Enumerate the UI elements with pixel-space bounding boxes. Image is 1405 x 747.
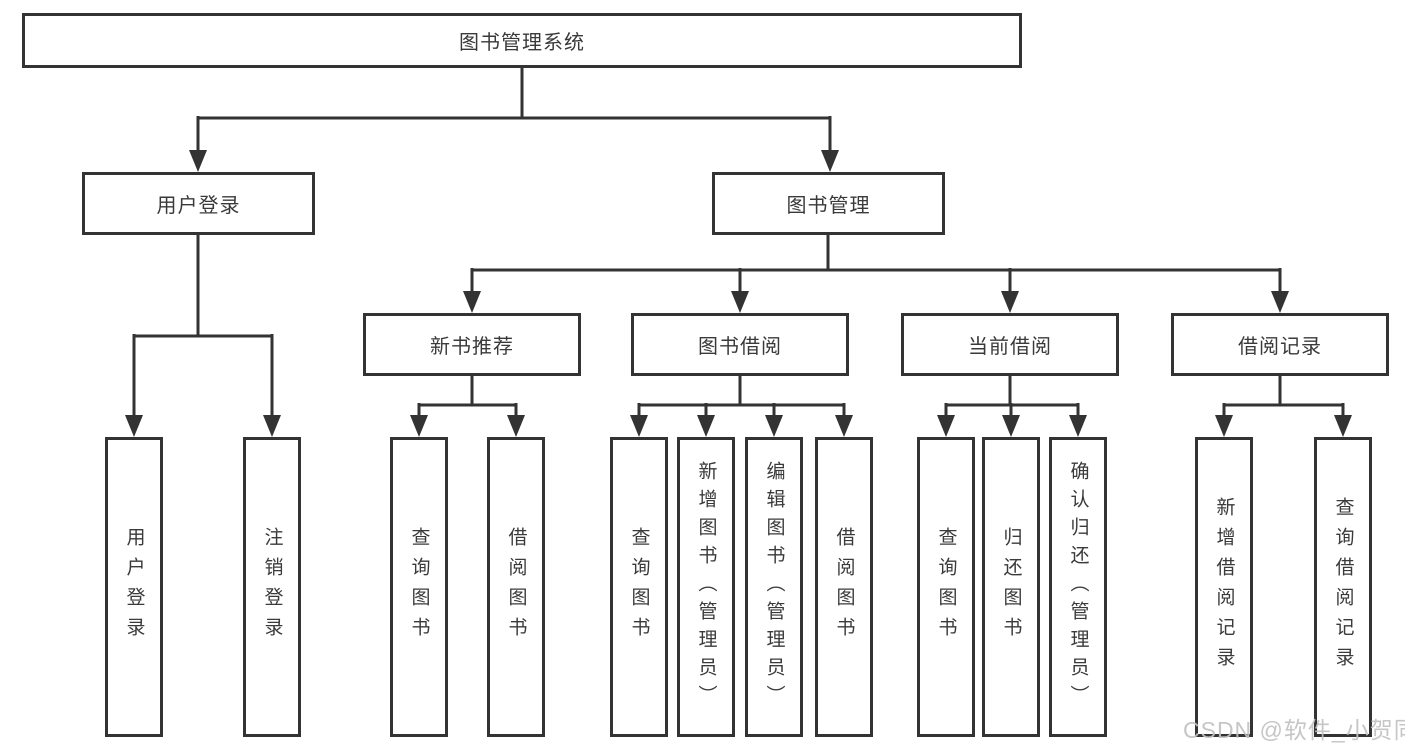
arrow-down-icon [1002, 415, 1020, 437]
arrow-down-icon [125, 415, 143, 437]
connector-book-management [470, 235, 1282, 296]
connector-root [196, 68, 832, 154]
leaf-query-books-borrow: 查询图书 [610, 437, 668, 737]
leaf-user-login: 用户登录 [105, 437, 163, 737]
leaf-query-borrow-record: 查询借阅记录 [1314, 437, 1372, 737]
node-user-login-branch: 用户登录 [82, 172, 315, 235]
arrow-down-icon [731, 291, 749, 313]
leaf-query-books-recommend: 查询图书 [390, 437, 448, 737]
connector-user-login [132, 235, 274, 419]
leaf-confirm-return-admin: 确认归还（管理员） [1049, 437, 1107, 737]
arrow-down-icon [1069, 415, 1087, 437]
node-current-borrowing: 当前借阅 [901, 313, 1119, 376]
arrow-down-icon [1215, 415, 1233, 437]
leaf-add-books-admin: 新增图书（管理员） [677, 437, 735, 737]
arrow-down-icon [765, 415, 783, 437]
arrow-down-icon [835, 415, 853, 437]
connector-new-book [417, 376, 518, 420]
leaf-logout: 注销登录 [243, 437, 301, 737]
node-library-management-system: 图书管理系统 [22, 13, 1022, 68]
arrow-down-icon [630, 415, 648, 437]
arrow-down-icon [189, 150, 207, 172]
leaf-return-books: 归还图书 [982, 437, 1040, 737]
node-book-management-branch: 图书管理 [712, 172, 945, 235]
connector-borrow-record [1222, 376, 1345, 420]
leaf-borrow-books: 借阅图书 [815, 437, 873, 737]
arrow-down-icon [1271, 291, 1289, 313]
arrow-down-icon [1001, 291, 1019, 313]
arrow-down-icon [1334, 415, 1352, 437]
arrow-down-icon [507, 415, 525, 437]
node-book-borrowing: 图书借阅 [631, 313, 849, 376]
leaf-borrow-books-recommend: 借阅图书 [487, 437, 545, 737]
leaf-query-books-current: 查询图书 [917, 437, 975, 737]
arrow-down-icon [697, 415, 715, 437]
node-new-book-recommend: 新书推荐 [363, 313, 581, 376]
connector-book-borrow [637, 376, 846, 420]
arrow-down-icon [410, 415, 428, 437]
leaf-edit-books-admin: 编辑图书（管理员） [745, 437, 803, 737]
arrow-down-icon [821, 150, 839, 172]
arrow-down-icon [937, 415, 955, 437]
node-borrowing-records: 借阅记录 [1171, 313, 1389, 376]
csdn-watermark: CSDN @软件_小贺同学 [1183, 717, 1405, 743]
arrow-down-icon [463, 291, 481, 313]
arrow-down-icon [263, 415, 281, 437]
leaf-add-borrow-record: 新增借阅记录 [1195, 437, 1253, 737]
connector-current-borrow [944, 376, 1080, 420]
